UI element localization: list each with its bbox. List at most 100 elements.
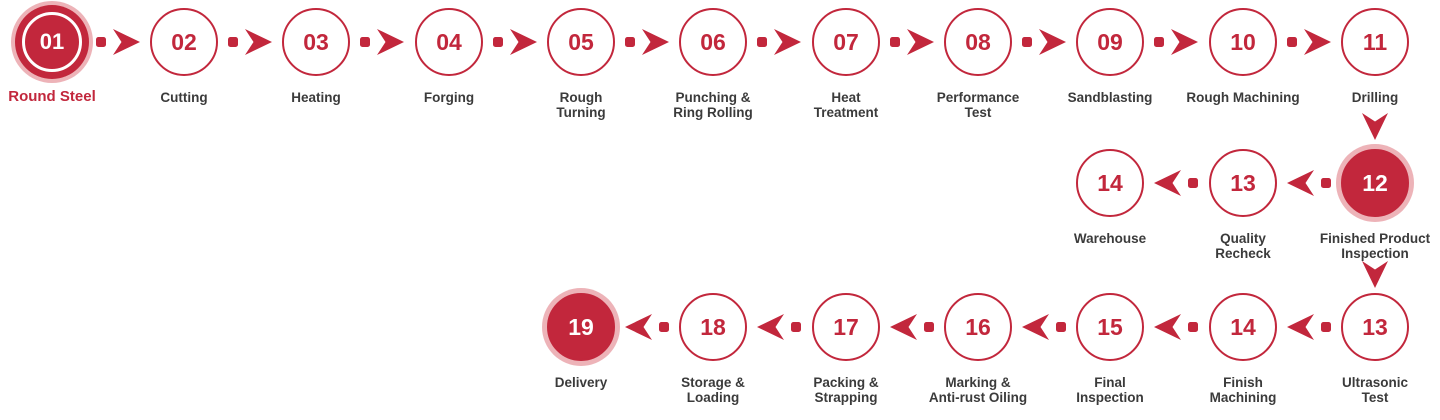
step-label: Performance Test [936,90,1020,120]
arrow-right-icon [1021,29,1067,55]
step-number: 08 [965,28,991,55]
step-label: Storage & Loading [681,375,745,405]
step-node-14-upper: 14 Warehouse [1040,149,1180,246]
step-label: Warehouse [1073,231,1147,246]
arrow-left-icon [1021,314,1067,340]
arrow-right-icon [492,29,538,55]
step-label: Forging [423,90,475,105]
step-circle: 16 [944,293,1012,361]
step-number: 15 [1097,313,1123,340]
step-label: Packing & Strapping [813,375,879,405]
step-node-04: 04 Forging [379,8,519,105]
step-number: 09 [1097,28,1123,55]
step-circle: 02 [150,8,218,76]
step-number: 06 [700,28,726,55]
step-number: 18 [700,313,726,340]
arrow-right-icon [1286,29,1332,55]
step-label: Heating [291,90,341,105]
step-node-18: 18 Storage & Loading [643,293,783,405]
step-label: Heat Treatment [813,90,879,120]
step-circle: 08 [944,8,1012,76]
step-label: Cutting [160,90,208,105]
step-label: Punching & Ring Rolling [673,90,753,120]
step-node-07: 07 Heat Treatment [776,8,916,120]
step-circle: 12 [1341,149,1409,217]
step-number: 13 [1230,169,1256,196]
arrow-right-icon [624,29,670,55]
step-circle: 15 [1076,293,1144,361]
arrow-left-icon [1286,170,1332,196]
step-circle: 06 [679,8,747,76]
step-label: Rough Machining [1186,90,1300,105]
step-circle: 09 [1076,8,1144,76]
step-circle: 07 [812,8,880,76]
step-number: 14 [1230,313,1256,340]
step-number: 01 [39,29,65,54]
arrow-right-icon [227,29,273,55]
step-label: Round Steel [8,88,96,105]
arrow-right-icon [756,29,802,55]
step-number: 19 [568,313,594,340]
step-node-11: 11 Drilling [1305,8,1440,105]
step-node-02: 02 Cutting [114,8,254,105]
step-circle: 11 [1341,8,1409,76]
step-node-05: 05 Rough Turning [511,8,651,120]
step-node-08: 08 Performance Test [908,8,1048,120]
step-circle: 05 [547,8,615,76]
arrow-left-icon [1153,170,1199,196]
step-label: Delivery [554,375,608,390]
step-number: 02 [171,28,197,55]
step-label: Finished Product Inspection [1319,231,1431,261]
step-label: Marking & Anti-rust Oiling [928,375,1028,405]
arrow-left-icon [1153,314,1199,340]
step-number: 17 [833,313,859,340]
arrow-left-icon [1286,314,1332,340]
step-node-16: 16 Marking & Anti-rust Oiling [908,293,1048,405]
step-number: 03 [303,28,329,55]
step-label: Rough Turning [556,90,606,120]
step-number: 05 [568,28,594,55]
step-label: Ultrasonic Test [1341,375,1409,405]
step-circle: 17 [812,293,880,361]
step-node-06: 06 Punching & Ring Rolling [643,8,783,120]
step-circle: 03 [282,8,350,76]
step-circle: 10 [1209,8,1277,76]
step-number: 10 [1230,28,1256,55]
step-number: 13 [1362,313,1388,340]
step-node-01: 01 Round Steel [0,8,122,104]
step-node-09: 09 Sandblasting [1040,8,1180,105]
step-node-14-lower: 14 Finish Machining [1173,293,1313,405]
step-node-19: 19 Delivery [511,293,651,390]
step-circle: 14 [1076,149,1144,217]
arrow-down-icon [1362,258,1388,288]
arrow-down-icon [1362,110,1388,140]
step-label: Quality Recheck [1215,231,1271,261]
step-number: 16 [965,313,991,340]
step-number: 12 [1362,169,1388,196]
step-number: 07 [833,28,859,55]
step-label: Finish Machining [1209,375,1277,405]
step-node-12: 12 Finished Product Inspection [1305,149,1440,261]
step-circle: 18 [679,293,747,361]
arrow-right-icon [359,29,405,55]
step-node-03: 03 Heating [246,8,386,105]
arrow-right-icon [95,29,141,55]
arrow-left-icon [889,314,935,340]
step-circle: 01 [22,12,82,72]
arrow-left-icon [624,314,670,340]
arrow-right-icon [889,29,935,55]
step-label: Final Inspection [1076,375,1144,405]
step-circle: 13 [1209,149,1277,217]
step-node-10: 10 Rough Machining [1173,8,1313,105]
step-label: Sandblasting [1067,90,1153,105]
step-circle: 04 [415,8,483,76]
step-circle: 19 [547,293,615,361]
arrow-left-icon [756,314,802,340]
step-circle: 13 [1341,293,1409,361]
step-node-17: 17 Packing & Strapping [776,293,916,405]
step-number: 11 [1362,28,1388,55]
step-circle: 14 [1209,293,1277,361]
arrow-right-icon [1153,29,1199,55]
step-node-15: 15 Final Inspection [1040,293,1180,405]
